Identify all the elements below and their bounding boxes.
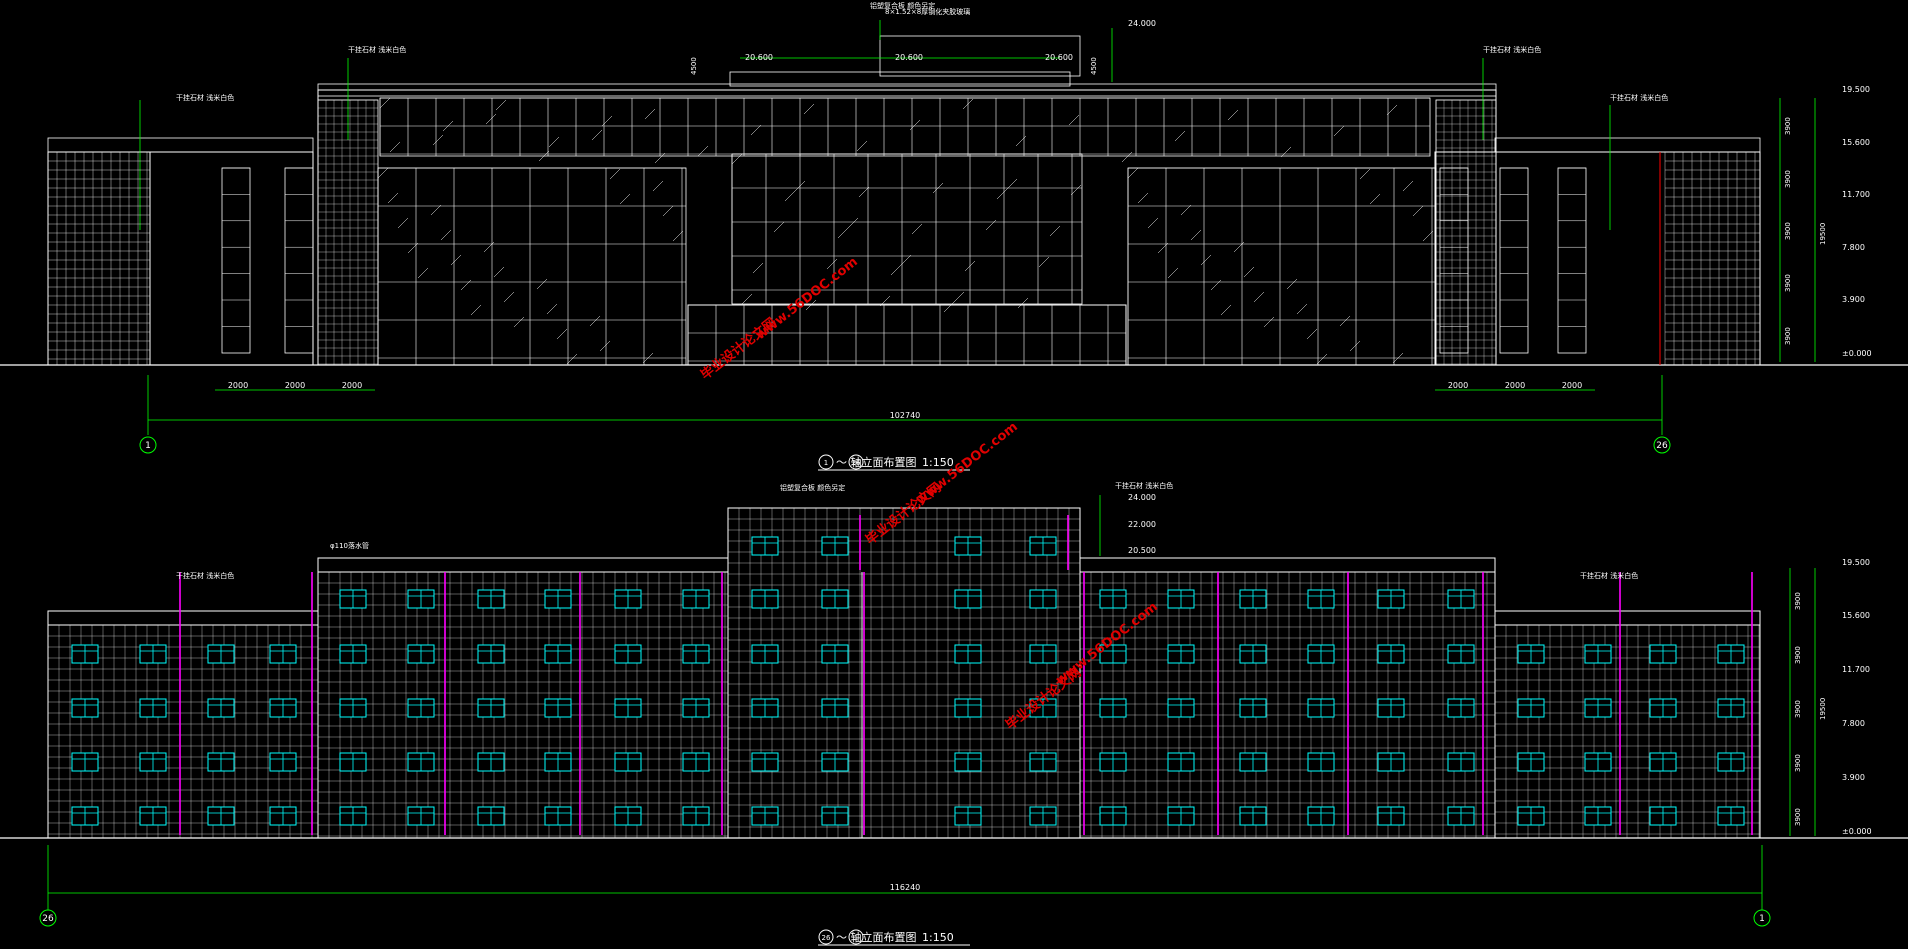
top-window-strips bbox=[139, 20, 1611, 354]
top-parapet-dim: 4500 bbox=[1090, 57, 1098, 75]
note-drain: φ110落水管 bbox=[330, 541, 369, 550]
top-dimensions bbox=[147, 57, 1816, 435]
top-elev-mark: 7.800 bbox=[1842, 243, 1865, 252]
top-elev-mark: 15.600 bbox=[1842, 138, 1870, 147]
bottom-title: 26 1 ～ 轴立面布置图 1:150 bbox=[818, 929, 970, 946]
top-total-height: 19500 bbox=[1819, 223, 1827, 245]
bottom-elev-mark: ±0.000 bbox=[1842, 827, 1872, 836]
top-bay-dim: 2000 bbox=[1448, 381, 1468, 390]
top-elev-mark: 3.900 bbox=[1842, 295, 1865, 304]
bottom-roof-elev: 24.000 bbox=[1128, 493, 1156, 502]
note-stone: 干挂石材 浅米白色 bbox=[1115, 481, 1173, 490]
top-left-wing bbox=[47, 137, 314, 366]
top-right-parapet bbox=[1494, 137, 1761, 153]
bottom-total-height: 19500 bbox=[1819, 698, 1827, 720]
glass-curtain-right bbox=[1127, 167, 1437, 366]
bottom-sub-elev: 22.000 bbox=[1128, 520, 1156, 529]
bottom-elev-mark: 3.900 bbox=[1842, 773, 1865, 782]
top-bay-dim: 2000 bbox=[285, 381, 305, 390]
glass-curtain-center bbox=[731, 153, 1083, 305]
svg-text:26: 26 bbox=[822, 934, 831, 942]
bottom-total-width: 116240 bbox=[890, 883, 921, 892]
top-level-dim: 3900 bbox=[1784, 274, 1792, 292]
bottom-elev-mark: 11.700 bbox=[1842, 665, 1870, 674]
bottom-elev-mark: 15.600 bbox=[1842, 611, 1870, 620]
top-center-parapet bbox=[317, 83, 1497, 97]
top-bay-dim: 2000 bbox=[228, 381, 248, 390]
bottom-title-text: ～ 轴立面布置图 bbox=[836, 930, 917, 944]
bottom-level-dim: 3900 bbox=[1794, 808, 1802, 826]
top-elev-mark: ±0.000 bbox=[1842, 349, 1872, 358]
bottom-elev-mark: 7.800 bbox=[1842, 719, 1865, 728]
top-notes: 8×1.52×8厚钢化夹胶玻璃 铝塑复合板 颜色另定 干挂石材 浅米白色 干挂石… bbox=[176, 1, 1668, 102]
top-elevation: 102740 2000 2000 2000 2000 2000 2000 19.… bbox=[0, 1, 1908, 471]
top-elev-mark: 19.500 bbox=[1842, 85, 1870, 94]
top-mid-elev: 20.600 bbox=[745, 53, 773, 62]
top-center-block bbox=[317, 35, 1497, 366]
note-stone: 干挂石材 浅米白色 bbox=[348, 45, 406, 54]
note-canopy: 铝塑复合板 颜色另定 bbox=[780, 483, 845, 492]
bottom-sub-elev: 20.500 bbox=[1128, 546, 1156, 555]
top-bay-dim: 2000 bbox=[1562, 381, 1582, 390]
bottom-downpipes bbox=[179, 515, 1753, 835]
top-roof-elev: 24.000 bbox=[1128, 19, 1156, 28]
axis-bubble bbox=[1753, 909, 1771, 927]
svg-text:26: 26 bbox=[852, 459, 861, 467]
axis-label: 1 bbox=[1759, 914, 1765, 924]
axis-bubble bbox=[39, 909, 57, 927]
bottom-level-dim: 3900 bbox=[1794, 592, 1802, 610]
note-stone: 干挂石材 浅米白色 bbox=[1483, 45, 1541, 54]
bottom-left-block bbox=[317, 571, 729, 839]
axis-bubble bbox=[139, 436, 157, 454]
note-roof-sign: 8×1.52×8厚钢化夹胶玻璃 bbox=[885, 7, 970, 16]
bottom-level-dim: 3900 bbox=[1794, 754, 1802, 772]
top-parapet-dim: 4500 bbox=[690, 57, 698, 75]
top-title-scale: 1:150 bbox=[922, 456, 954, 469]
note-canopy: 铝塑复合板 颜色另定 bbox=[870, 1, 935, 10]
top-mid-elev: 20.600 bbox=[1045, 53, 1073, 62]
axis-bubble bbox=[1653, 436, 1671, 454]
top-left-parapet bbox=[47, 137, 314, 153]
top-level-dim: 3900 bbox=[1784, 170, 1792, 188]
bottom-level-dim: 3900 bbox=[1794, 700, 1802, 718]
top-bay-dim: 2000 bbox=[342, 381, 362, 390]
glass-curtain-top bbox=[379, 97, 1431, 157]
note-stone: 干挂石材 浅米白色 bbox=[1610, 93, 1668, 102]
top-sign-box bbox=[879, 35, 1081, 77]
axis-label: 1 bbox=[145, 441, 151, 451]
top-level-dim: 3900 bbox=[1784, 117, 1792, 135]
top-level-dim: 3900 bbox=[1784, 327, 1792, 345]
top-elev-mark: 11.700 bbox=[1842, 190, 1870, 199]
note-stone: 干挂石材 浅米白色 bbox=[176, 571, 234, 580]
top-level-dim: 3900 bbox=[1784, 222, 1792, 240]
watermark: www.56DOC.com bbox=[1053, 600, 1161, 689]
top-title-text: ～ 轴立面布置图 bbox=[836, 455, 917, 469]
top-total-width: 102740 bbox=[890, 411, 921, 420]
axis-label: 26 bbox=[1656, 441, 1668, 451]
note-stone: 干挂石材 浅米白色 bbox=[176, 93, 234, 102]
watermark: www.56DOC.com bbox=[753, 255, 861, 344]
note-stone: 干挂石材 浅米白色 bbox=[1580, 571, 1638, 580]
bottom-level-dim: 3900 bbox=[1794, 646, 1802, 664]
top-right-wing bbox=[1434, 137, 1761, 366]
top-title: 1 26 ～ 轴立面布置图 1:150 bbox=[818, 454, 970, 471]
bottom-title-scale: 1:150 bbox=[922, 931, 954, 944]
top-dim-texts: 102740 2000 2000 2000 2000 2000 2000 19.… bbox=[228, 19, 1872, 420]
stone-pier-right bbox=[1435, 99, 1497, 366]
bottom-notes: 铝塑复合板 颜色另定 干挂石材 浅米白色 干挂石材 浅米白色 干挂石材 浅米白色… bbox=[176, 481, 1638, 580]
axis-label: 26 bbox=[42, 914, 54, 924]
top-mid-elev: 20.600 bbox=[895, 53, 923, 62]
bottom-dim-texts: 116240 19.500 15.600 11.700 7.800 3.900 … bbox=[890, 493, 1872, 892]
svg-text:1: 1 bbox=[854, 934, 858, 942]
bottom-dimensions bbox=[47, 495, 1816, 910]
svg-text:1: 1 bbox=[824, 459, 828, 467]
top-stone-grid bbox=[47, 97, 1760, 365]
bottom-stone-grid bbox=[47, 507, 1760, 839]
bottom-elev-mark: 19.500 bbox=[1842, 558, 1870, 567]
glass-curtain-left bbox=[377, 167, 687, 366]
top-bay-dim: 2000 bbox=[1505, 381, 1525, 390]
bottom-elevation: 116240 19.500 15.600 11.700 7.800 3.900 … bbox=[0, 481, 1908, 946]
bottom-windows bbox=[71, 536, 1745, 826]
